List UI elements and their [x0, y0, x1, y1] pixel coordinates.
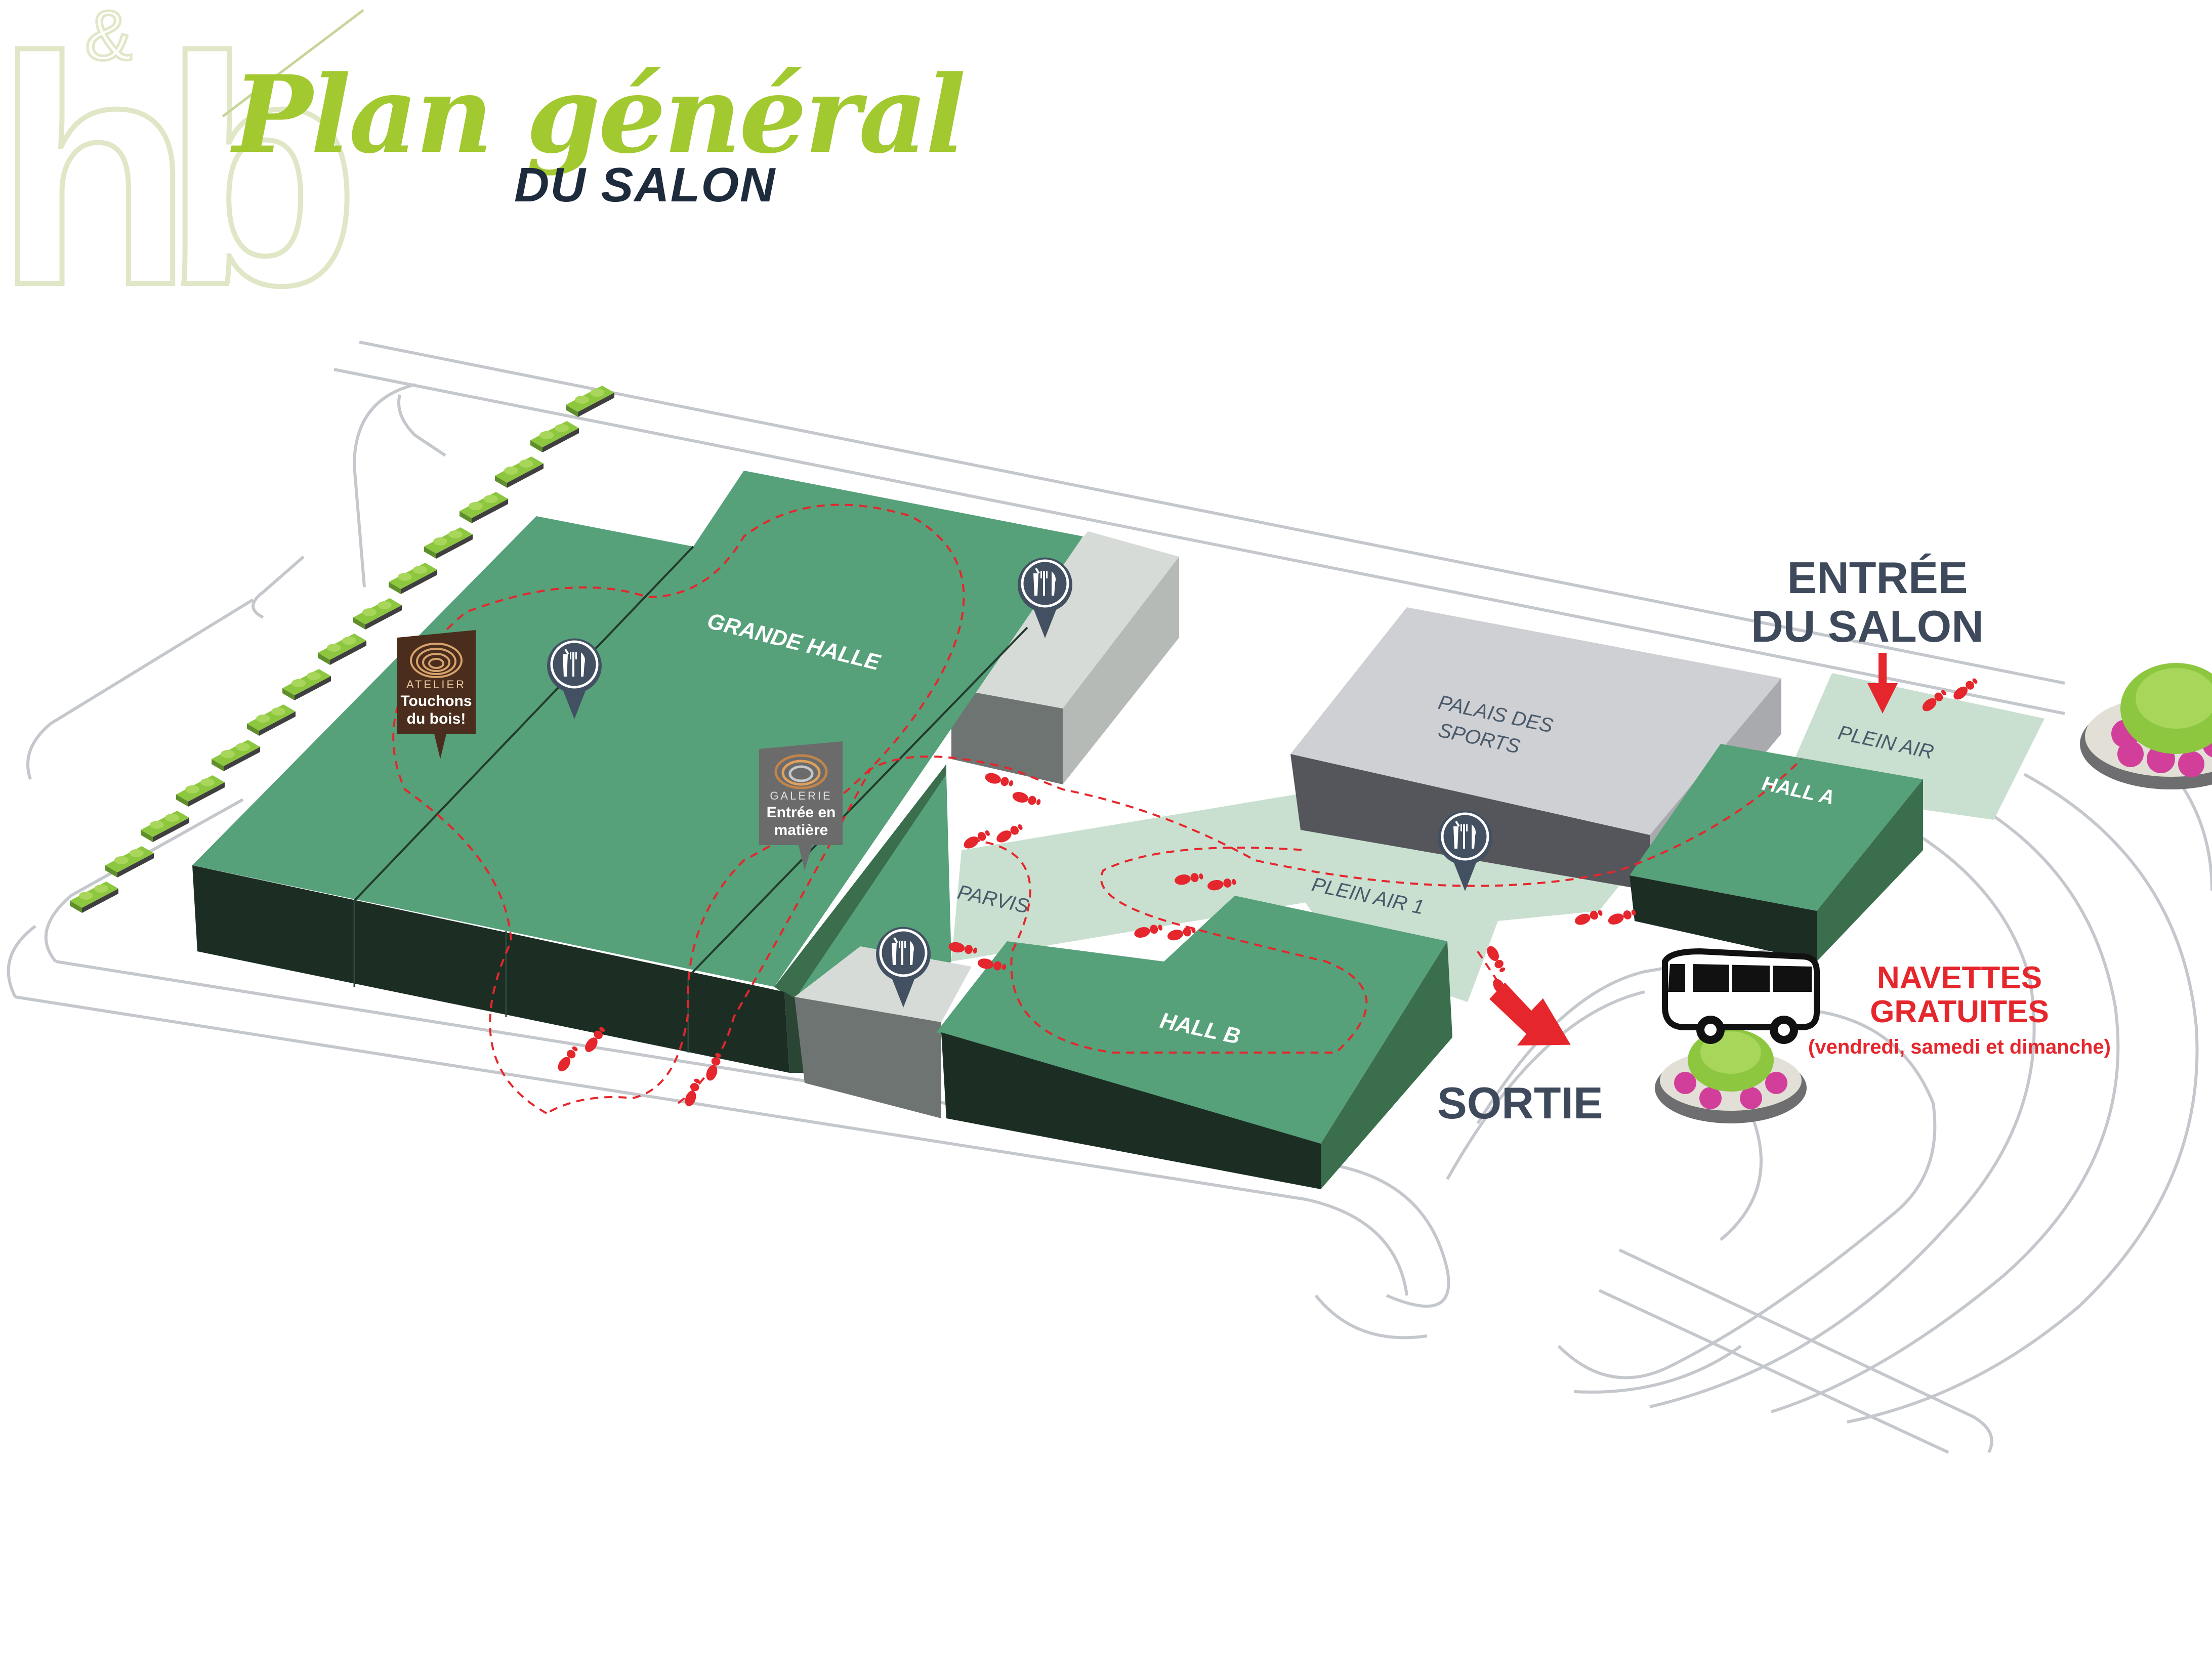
shuttle-label-1: NAVETTES — [1877, 960, 2042, 995]
galerie-tag: GALERIE — [770, 789, 832, 802]
galerie-name-2: matière — [774, 822, 828, 839]
hall-b-building — [936, 896, 1452, 1189]
galerie-badge[interactable]: GALERIE Entrée en matière — [759, 741, 843, 870]
atelier-name-2: du bois! — [407, 710, 466, 727]
hall-a-building — [1630, 744, 1923, 961]
logo-divider — [222, 9, 364, 117]
page-title: Plan général — [230, 52, 964, 177]
atelier-name-1: Touchons — [400, 693, 472, 709]
page-subtitle: DU SALON — [514, 158, 776, 212]
service-block-north — [951, 531, 1179, 784]
logo-ampersand: & — [85, 0, 132, 75]
entrance-arrow-icon — [1867, 653, 1898, 714]
roundabout-east — [2080, 663, 2212, 789]
grande-halle-building — [192, 471, 1083, 1073]
exit-label: SORTIE — [1437, 1078, 1603, 1128]
service-block-south — [795, 946, 972, 1118]
wood-rings-icon — [410, 643, 463, 678]
entrance-label-2: DU SALON — [1751, 601, 1984, 651]
bus-icon[interactable] — [1662, 948, 1820, 1044]
shuttle-label-2: GRATUITES — [1870, 994, 2049, 1029]
roundabout-bus-stop — [1655, 1029, 1807, 1123]
atelier-tag: ATELIER — [406, 678, 466, 691]
galerie-rings-icon — [774, 754, 828, 789]
galerie-name-1: Entrée en — [767, 804, 836, 821]
entrance-label-1: ENTRÉE — [1787, 553, 1968, 603]
exit-arrow-icon — [1489, 982, 1571, 1045]
shuttle-days: (vendredi, samedi et dimanche) — [1808, 1036, 2111, 1058]
logo: hb & — [0, 0, 383, 355]
road-outlines — [7, 341, 2212, 1454]
atelier-badge[interactable]: ATELIER Touchons du bois! — [397, 630, 476, 759]
logo-letters: hb — [0, 0, 350, 352]
